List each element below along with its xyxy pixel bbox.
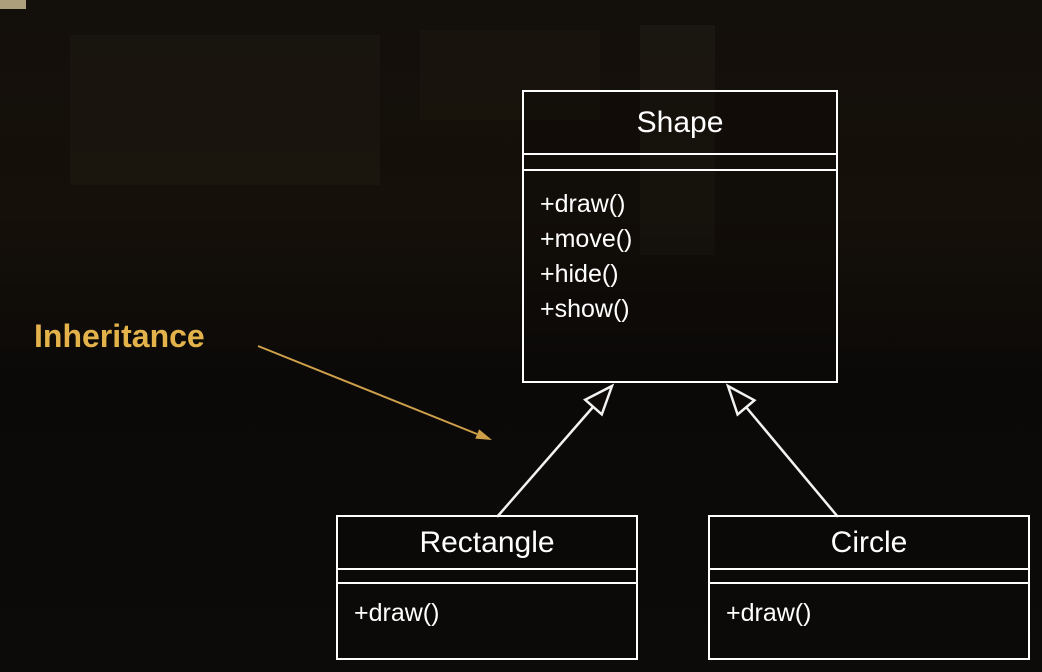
inheritance-arrow-circle (725, 383, 839, 518)
class-attributes-compartment (710, 570, 1028, 584)
inheritance-label: Inheritance (34, 318, 205, 354)
method-label: +move() (540, 225, 633, 253)
class-title: Shape (524, 92, 836, 155)
method-label: +show() (540, 295, 630, 323)
method-label: +draw() (726, 599, 812, 627)
class-attributes-compartment (338, 570, 636, 584)
class-title: Rectangle (338, 517, 636, 570)
inheritance-arrow-rectangle (496, 383, 615, 518)
method-label: +hide() (540, 260, 619, 288)
class-box-circle: Circle +draw() (708, 515, 1030, 660)
inheritance-label-arrow (257, 345, 492, 440)
class-methods-compartment: +draw() (710, 584, 1028, 631)
method-label: +draw() (540, 190, 626, 218)
class-title: Circle (710, 517, 1028, 570)
class-methods-compartment: +draw() (338, 584, 636, 631)
class-box-rectangle: Rectangle +draw() (336, 515, 638, 660)
class-box-shape: Shape +draw() +move() +hide() +show() (522, 90, 838, 383)
background-artifact (0, 0, 26, 9)
background-artifact (70, 35, 380, 185)
method-label: +draw() (354, 599, 440, 627)
class-methods-compartment: +draw() +move() +hide() +show() (524, 171, 836, 327)
class-attributes-compartment (524, 155, 836, 171)
